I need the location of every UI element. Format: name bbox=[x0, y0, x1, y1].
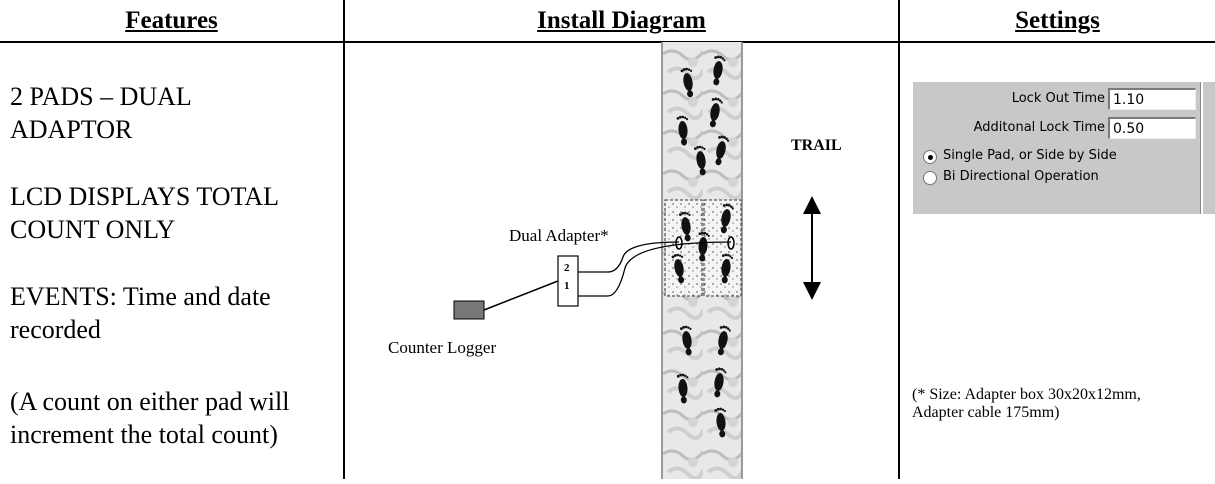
feature-item: EVENTS: Time and date recorded bbox=[10, 282, 271, 344]
diagram-graphic bbox=[453, 42, 821, 479]
port-1-label: 1 bbox=[564, 280, 570, 292]
dual-adapter-box bbox=[557, 255, 579, 307]
header-rule bbox=[0, 41, 1215, 43]
header-features: Features bbox=[125, 7, 218, 34]
counter-logger-label: Counter Logger bbox=[388, 338, 497, 357]
feature-item: 2 PADS – DUAL ADAPTOR bbox=[10, 82, 191, 144]
lock-out-label: Lock Out Time bbox=[1011, 91, 1105, 106]
single-pad-radio[interactable] bbox=[923, 150, 937, 164]
settings-panel: Lock Out Time 1.10 Additonal Lock Time 0… bbox=[913, 82, 1215, 214]
radio-selected-dot bbox=[928, 155, 933, 160]
feature-item: LCD DISPLAYS TOTAL COUNT ONLY bbox=[10, 182, 279, 244]
counter-logger-box bbox=[453, 300, 485, 320]
port-2-label: 2 bbox=[564, 262, 570, 274]
header-settings: Settings bbox=[1015, 7, 1100, 34]
feature-item: (A count on either pad will increment th… bbox=[10, 387, 290, 449]
install-diagram: TRAIL Dual Adapter* 2 1 Counter Logger bbox=[343, 42, 898, 479]
size-note: (* Size: Adapter box 30x20x12mm, Adapter… bbox=[912, 386, 1141, 421]
direction-arrow bbox=[803, 196, 821, 300]
adapter-label: Dual Adapter* bbox=[509, 226, 609, 245]
single-pad-label: Single Pad, or Side by Side bbox=[943, 148, 1117, 163]
header-install-diagram: Install Diagram bbox=[537, 7, 706, 34]
trail-label: TRAIL bbox=[791, 137, 842, 154]
additional-lock-label: Additonal Lock Time bbox=[973, 120, 1105, 135]
bi-directional-radio[interactable] bbox=[923, 171, 937, 185]
bi-directional-label: Bi Directional Operation bbox=[943, 169, 1099, 184]
column-divider-1 bbox=[343, 0, 345, 479]
column-divider-2 bbox=[898, 0, 900, 479]
lock-out-input[interactable]: 1.10 bbox=[1108, 88, 1196, 110]
additional-lock-input[interactable]: 0.50 bbox=[1108, 117, 1196, 139]
